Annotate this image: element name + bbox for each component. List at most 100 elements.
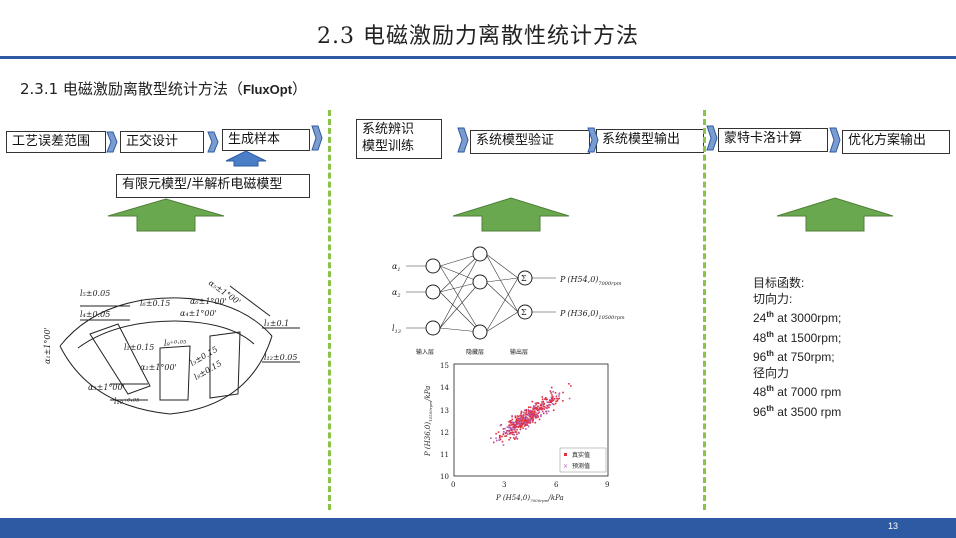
scatter-point — [499, 435, 501, 437]
scatter-point — [542, 405, 545, 408]
scatter-point — [533, 407, 536, 410]
r1-sup: th — [766, 384, 774, 393]
scatter-point — [542, 402, 544, 404]
hidden-node-2 — [472, 274, 488, 290]
scatter-point — [514, 438, 516, 440]
scatter-point — [536, 409, 539, 411]
legend-true-label: 真实值 — [572, 451, 590, 459]
scatter-point — [543, 403, 545, 405]
scatter-point — [558, 395, 560, 397]
scatter-point — [516, 423, 518, 425]
scatter-point — [511, 415, 513, 417]
nn-input-1: α1 — [392, 262, 401, 273]
scatter-point — [527, 422, 530, 424]
scatter-point — [544, 406, 546, 408]
box-fe-model: 有限元模型/半解析电磁模型 — [116, 174, 310, 198]
scatter-point — [546, 412, 548, 415]
scatter-point — [502, 433, 505, 436]
scatter-point — [526, 413, 528, 416]
scatter-point — [537, 414, 539, 417]
chevron-arrow-6 — [706, 125, 718, 151]
scatter-point — [529, 420, 532, 423]
scatter-point — [537, 405, 539, 408]
scatter-point — [539, 404, 542, 407]
scatter-point — [508, 424, 511, 426]
ytick-13: 13 — [440, 407, 449, 415]
scatter-point — [549, 400, 551, 402]
scatter-point — [551, 398, 553, 401]
scatter-point — [549, 404, 551, 406]
scatter-point — [542, 410, 544, 413]
scatter-point — [530, 413, 532, 416]
scatter-point — [534, 417, 537, 419]
identify-line-2: 模型训练 — [362, 139, 415, 154]
ytick-11: 11 — [440, 451, 449, 459]
layer-label-output: 输出层 — [510, 348, 528, 356]
r2-sup: th — [766, 403, 774, 413]
scatter-point — [505, 430, 508, 432]
scatter-point — [541, 398, 544, 401]
r1-rest: at 7000 rpm — [773, 385, 842, 399]
scatter-point — [511, 421, 514, 424]
r2-rest: at 3500 rpm — [773, 404, 842, 419]
scatter-point — [535, 403, 537, 406]
scatter-point — [545, 397, 547, 399]
scatter-point — [541, 401, 543, 403]
scatter-point — [531, 416, 534, 418]
chevron-arrow-2 — [207, 131, 219, 153]
scatter-point — [514, 421, 516, 424]
scatter-point — [515, 436, 518, 438]
scatter-point — [516, 422, 518, 424]
scatter-point — [549, 401, 551, 404]
scatter-point — [528, 406, 530, 408]
scatter-point — [522, 414, 525, 417]
scatter-point — [499, 436, 501, 438]
scatter-point — [514, 431, 517, 433]
scatter-point — [509, 437, 512, 439]
scatter-point — [520, 417, 522, 420]
scatter-point — [524, 418, 526, 420]
scatter-point — [524, 409, 526, 411]
scatter-point — [521, 425, 523, 428]
scatter-point — [540, 404, 543, 406]
chevron-arrow-1 — [106, 131, 118, 153]
scatter-point — [551, 403, 554, 405]
title-underline — [0, 56, 956, 59]
radial-line-1: 48th at 7000 rpm — [753, 381, 841, 401]
scatter-point — [514, 415, 517, 417]
scatter-point — [506, 433, 509, 435]
scatter-point — [520, 420, 523, 423]
scatter-point — [562, 400, 564, 402]
scatter-point — [538, 418, 541, 421]
scatter-point — [533, 410, 536, 412]
scatter-point — [550, 386, 553, 389]
scatter-point — [521, 422, 523, 425]
scatter-point — [534, 421, 537, 424]
box-model-verify: 系统模型验证 — [470, 130, 590, 154]
scatter-point — [529, 419, 532, 422]
stator-label-l5: l₅±0.05 — [80, 289, 110, 298]
scatter-point — [523, 418, 525, 420]
scatter-point — [514, 425, 516, 427]
scatter-point — [550, 400, 552, 402]
tangential-line-3: 96th at 750rpm; — [753, 346, 841, 366]
scatter-point — [517, 420, 519, 422]
scatter-point — [520, 423, 523, 426]
scatter-point — [513, 428, 515, 430]
scatter-point — [504, 427, 506, 430]
t1-sup: th — [766, 310, 774, 319]
scatter-ylabel: P (H36,0)10500rpm/kPa — [424, 386, 433, 457]
sum-node-2 — [517, 304, 533, 320]
scatter-point — [512, 421, 514, 423]
box-process-tolerance: 工艺误差范围 — [6, 131, 106, 153]
subtitle-text: 2.3.1 电磁激励离散型统计方法（ — [20, 80, 243, 98]
scatter-point — [490, 437, 492, 439]
scatter-point — [495, 432, 497, 435]
scatter-point — [520, 412, 522, 415]
scatter-point — [521, 424, 523, 427]
legend-true-marker — [564, 453, 567, 456]
scatter-point — [570, 385, 572, 387]
scatter-point — [532, 408, 534, 410]
scatter-point — [524, 419, 527, 421]
scatter-point — [527, 408, 530, 411]
